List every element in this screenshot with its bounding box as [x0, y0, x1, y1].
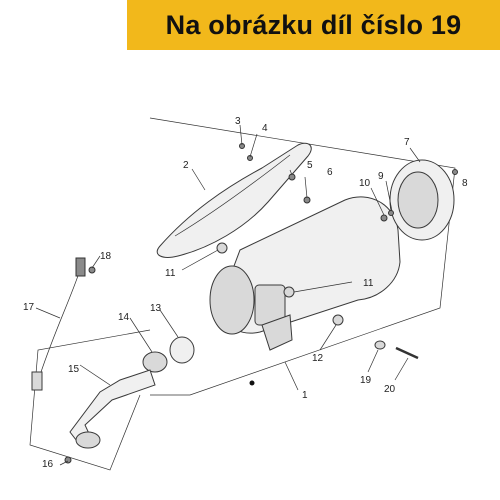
lambda-sensor-cable — [39, 269, 81, 376]
washer-4 — [247, 155, 253, 161]
spring-5 — [288, 173, 296, 181]
callout-3: 3 — [235, 116, 241, 127]
part-number-banner: Na obrázku díl číslo 19 — [127, 0, 500, 50]
callout-4: 4 — [262, 123, 268, 134]
washer-9 — [388, 210, 394, 216]
bolt-20 — [395, 346, 419, 360]
screw-8 — [452, 169, 458, 175]
assembly-frame-lower — [29, 329, 151, 471]
clip-18 — [88, 266, 96, 274]
grommet-11b — [283, 286, 295, 298]
callout-18: 18 — [100, 251, 112, 262]
callout-1: 1 — [302, 390, 308, 401]
callout-8: 8 — [462, 178, 468, 189]
callout-11-right: 11 — [363, 278, 374, 289]
end-cap-inner — [397, 171, 439, 229]
callout-17: 17 — [23, 302, 35, 313]
grommet-11a — [216, 242, 228, 254]
callout-20: 20 — [384, 384, 396, 395]
callout-16: 16 — [42, 459, 54, 470]
reference-dot — [249, 380, 255, 386]
callout-2: 2 — [183, 160, 189, 171]
muffler-inlet-plate — [209, 265, 255, 335]
lambda-sensor-tip — [31, 371, 43, 391]
banner-text: Na obrázku díl číslo 19 — [165, 9, 462, 40]
callout-10: 10 — [359, 178, 371, 189]
callout-14: 14 — [118, 312, 130, 323]
exhaust-flange — [75, 431, 101, 449]
spacer-19 — [374, 340, 386, 350]
callout-11-left: 11 — [165, 268, 176, 279]
lambda-sensor-connector — [75, 257, 86, 277]
gasket — [169, 336, 195, 364]
callout-15: 15 — [68, 364, 80, 375]
callout-12: 12 — [312, 353, 324, 364]
callout-13: 13 — [150, 303, 162, 314]
callout-5: 5 — [307, 160, 313, 171]
heat-shield — [156, 142, 312, 258]
callout-7: 7 — [404, 137, 410, 148]
clamp — [142, 351, 168, 373]
muffler-lower-bracket — [261, 314, 293, 351]
callout-9: 9 — [378, 171, 384, 182]
nut-10 — [380, 214, 388, 222]
bushing-12 — [332, 314, 344, 326]
callout-19: 19 — [360, 375, 372, 386]
assembly-frame — [149, 117, 456, 396]
callout-6: 6 — [327, 167, 333, 178]
